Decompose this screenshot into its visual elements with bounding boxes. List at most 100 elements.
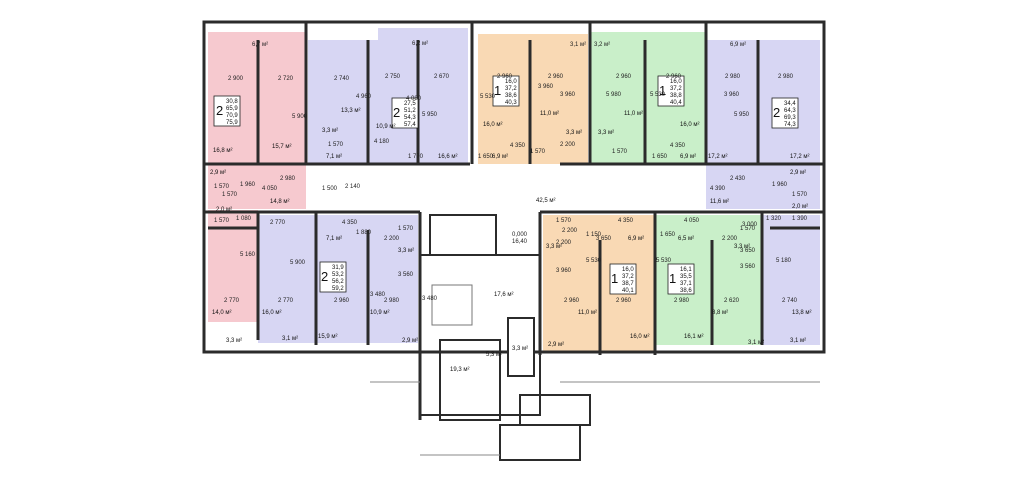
area-label: 17,2 м² — [790, 154, 809, 160]
dimension-label: 1 570 — [612, 149, 628, 155]
dimension-label: 3 960 — [724, 92, 740, 98]
area-label: 14,8 м² — [270, 199, 289, 205]
dimension-label: 2 740 — [782, 298, 798, 304]
dimension-label: 2 200 — [562, 228, 578, 234]
dimension-label: 2 960 — [564, 298, 580, 304]
area-value: 16,0 — [622, 267, 634, 273]
area-label: 8,8 м² — [712, 310, 728, 316]
dimension-label: 2 750 — [385, 74, 401, 80]
dimension-label: 5 160 — [240, 252, 256, 258]
area-value: 51,2 — [404, 108, 416, 114]
area-label: 3,3 м² — [322, 128, 338, 134]
area-label: 15,7 м² — [272, 144, 291, 150]
area-label: 5,3 м² — [486, 352, 502, 358]
area-label: 6,5 м² — [678, 236, 694, 242]
area-value: 53,2 — [332, 272, 344, 278]
area-value: 31,9 — [332, 265, 344, 271]
rooms-count: 2 — [393, 105, 400, 120]
dimension-label: 2 200 — [556, 240, 572, 246]
area-label: 16,8 м² — [213, 148, 232, 154]
plan-labels: 6,7 м² 6,2 м² 3,1 м² 3,2 м² 6,9 м² 2 900… — [210, 41, 811, 373]
dimension-label: 2 200 — [722, 236, 738, 242]
area-value: 40,4 — [670, 100, 682, 106]
area-value: 16,0 — [670, 79, 682, 85]
area-label: 2,0 м² — [216, 207, 232, 213]
apartment-zone-purple-3 — [258, 215, 316, 343]
area-label: 6,9 м² — [680, 154, 696, 160]
area-value: 75,9 — [226, 120, 238, 126]
area-label: 11,0 м² — [624, 111, 643, 117]
elevation-label: 0,000 — [512, 232, 528, 238]
info-box-frame — [492, 75, 520, 107]
area-value: 65,9 — [226, 106, 238, 112]
area-label: 3,3 м² — [598, 130, 614, 136]
area-label: 2,0 м² — [792, 204, 808, 210]
area-label: 3,3 м² — [734, 244, 750, 250]
rooms-count: 2 — [773, 105, 780, 120]
area-value: 54,3 — [404, 115, 416, 121]
apartment-box-green-1: 1 16,0 37,2 38,8 40,4 — [657, 75, 685, 107]
area-value: 57,4 — [404, 122, 416, 128]
elevation-label: 16,40 — [512, 239, 528, 245]
dimension-label: 5 980 — [606, 92, 622, 98]
dimension-label: 2 620 — [724, 298, 740, 304]
area-value: 16,0 — [505, 79, 517, 85]
dimension-label: 1 770 — [408, 154, 424, 160]
area-label: 2,9 м² — [790, 170, 806, 176]
stair-flight — [431, 284, 473, 326]
area-value: 34,4 — [784, 101, 796, 107]
dimension-label: 1 960 — [240, 182, 256, 188]
area-label: 6,9 м² — [492, 154, 508, 160]
dimension-label: 2 430 — [730, 176, 746, 182]
dimension-label: 4 050 — [684, 218, 700, 224]
area-label: 3,1 м² — [748, 340, 764, 346]
dimension-label: 4 350 — [618, 218, 634, 224]
dimension-label: 2 960 — [666, 74, 682, 80]
dimension-label: 1 150 — [586, 232, 602, 238]
dimension-label: 2 720 — [278, 76, 294, 82]
apartment-box-purple-3: 2 31,9 53,2 56,2 59,2 — [319, 261, 347, 293]
area-value: 37,2 — [670, 86, 682, 92]
area-value: 30,8 — [226, 99, 238, 105]
area-label: 19,3 м² — [450, 367, 469, 373]
area-value: 38,6 — [680, 288, 692, 294]
shaft — [507, 317, 535, 377]
dimension-label: 4 350 — [510, 143, 526, 149]
dimension-label: 2 140 — [345, 184, 361, 190]
dimension-label: 1 570 — [222, 192, 238, 198]
info-box-frame — [319, 261, 347, 293]
entry-step — [519, 394, 591, 426]
area-value: 40,3 — [505, 100, 517, 106]
dimension-label: 4 080 — [406, 96, 422, 102]
dimension-label: 4 180 — [374, 139, 390, 145]
lobby-outline — [419, 254, 541, 416]
area-label: 42,5 м² — [536, 198, 555, 204]
area-label: 3,3 м² — [566, 130, 582, 136]
dimension-label: 1 650 — [478, 154, 494, 160]
area-label: 16,0 м² — [483, 122, 502, 128]
dimension-label: 3 560 — [398, 272, 414, 278]
dimension-label: 3 650 — [596, 236, 612, 242]
area-label: 2,9 м² — [210, 170, 226, 176]
dimension-label: 3 960 — [560, 92, 576, 98]
area-value: 56,2 — [332, 279, 344, 285]
area-label: 6,9 м² — [730, 42, 746, 48]
rooms-count: 1 — [494, 83, 501, 98]
dimension-label: 5 180 — [776, 258, 792, 264]
apartment-box-orange-1: 1 16,0 37,2 38,6 40,3 — [492, 75, 520, 107]
stair-core — [429, 214, 497, 256]
area-value: 69,3 — [784, 115, 796, 121]
area-label: 3,3 м² — [546, 244, 562, 250]
apartment-info-boxes: 2 30,8 65,9 70,9 75,9 2 27,5 51,2 54,3 5… — [213, 75, 799, 295]
area-value: 37,2 — [505, 86, 517, 92]
apartment-zone-purple-2-hall — [706, 164, 820, 209]
dimension-label: 2 960 — [548, 74, 564, 80]
dimension-label: 5 900 — [292, 114, 308, 120]
dimension-label: 1 570 — [328, 142, 344, 148]
area-label: 11,6 м² — [710, 199, 729, 205]
dimension-label: 1 650 — [652, 154, 668, 160]
info-box-frame — [657, 75, 685, 107]
area-label: 3,2 м² — [594, 42, 610, 48]
dimension-label: 1 570 — [792, 192, 808, 198]
